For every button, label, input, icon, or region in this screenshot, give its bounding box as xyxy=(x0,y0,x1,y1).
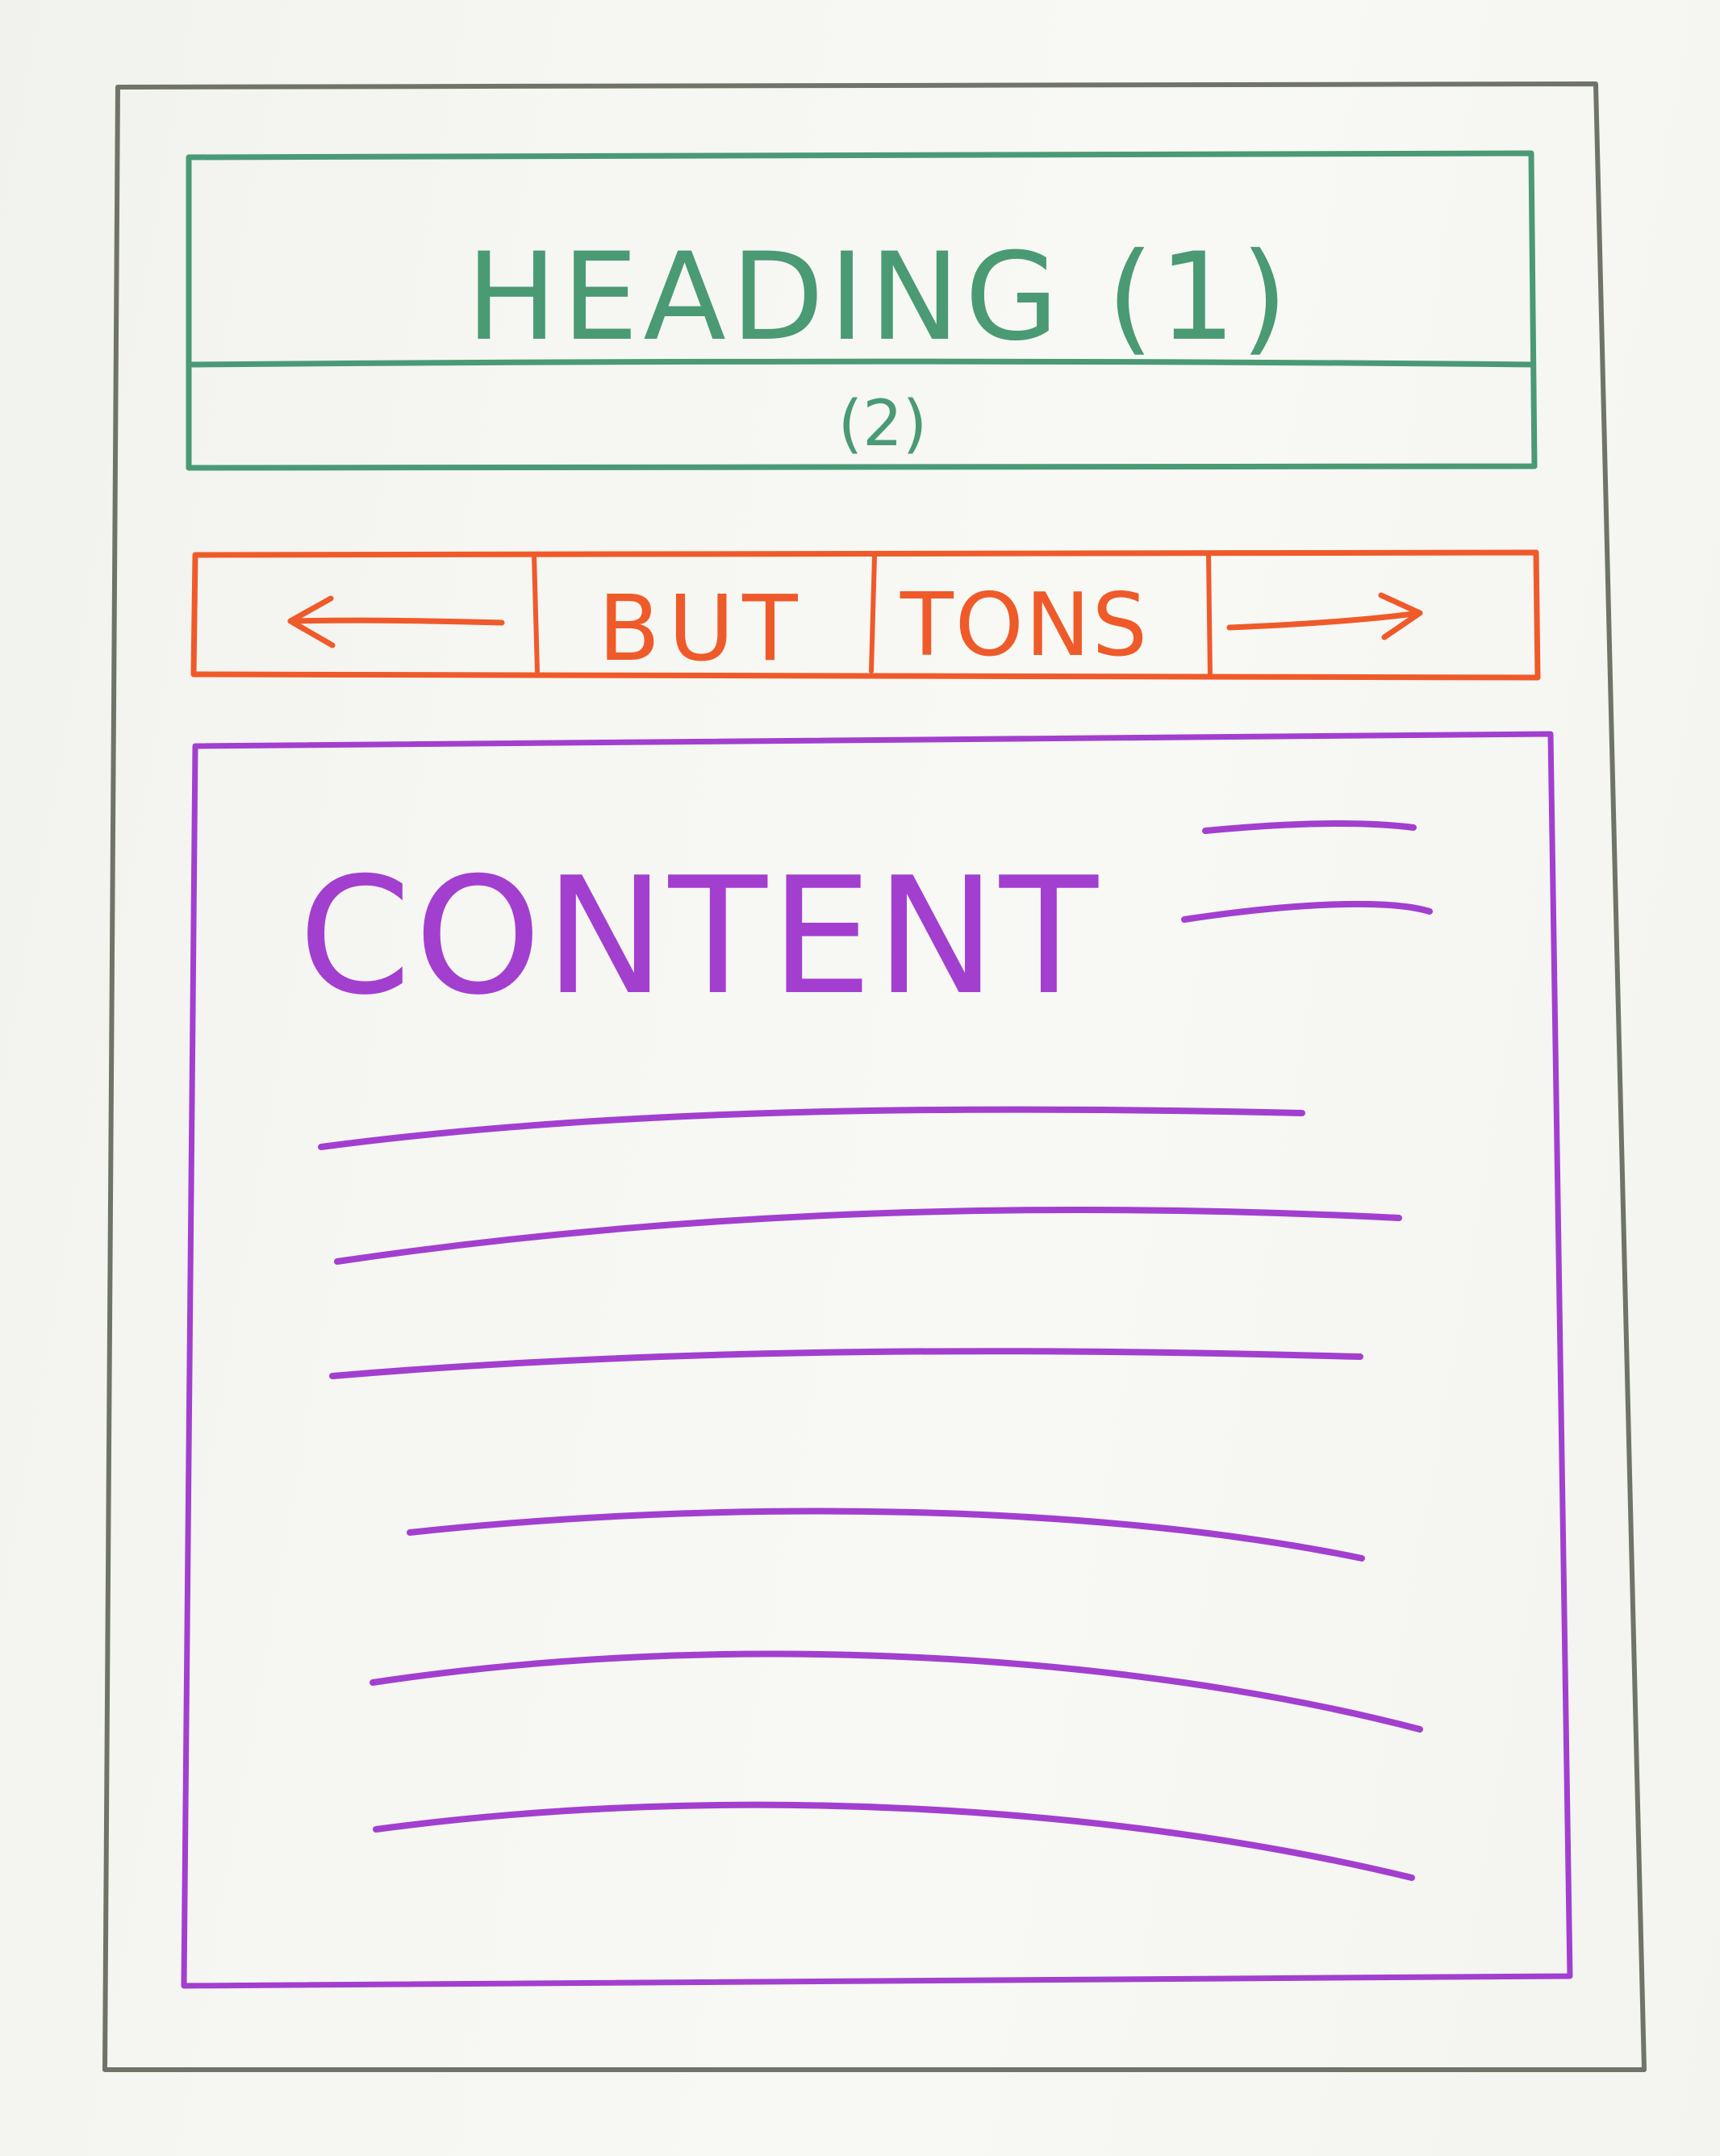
text-line xyxy=(407,1508,1365,1562)
text-line xyxy=(318,1106,1305,1150)
button-divider-1 xyxy=(532,553,540,673)
arrow-right-icon xyxy=(1226,592,1423,640)
button-label-right: TONS xyxy=(900,575,1149,676)
heading-section: HEADING (1) (2) xyxy=(186,150,1538,471)
menu-lines-icon xyxy=(1181,820,1433,923)
content-section: CONTENT xyxy=(181,731,1573,1989)
button-right[interactable]: TONS xyxy=(876,558,1205,676)
content-box xyxy=(181,731,1573,1989)
content-title: CONTENT xyxy=(298,843,1101,1031)
page-frame xyxy=(102,81,1647,2072)
text-line xyxy=(334,1206,1402,1265)
subheading-label: (2) xyxy=(838,388,928,461)
button-divider-2 xyxy=(869,554,877,673)
content-text-lines xyxy=(318,1106,1423,1881)
buttons-bar-box xyxy=(190,549,1541,681)
button-divider-3 xyxy=(1206,553,1213,678)
next-button[interactable] xyxy=(1213,558,1533,671)
text-line xyxy=(373,1801,1415,1881)
heading-title: HEADING (1) xyxy=(466,227,1293,368)
buttons-bar: BUT TONS xyxy=(190,549,1541,682)
arrow-left-icon xyxy=(287,595,505,648)
button-label-left: BUT xyxy=(598,577,805,682)
heading-divider xyxy=(186,358,1536,368)
text-line xyxy=(329,1348,1363,1379)
button-left[interactable]: BUT xyxy=(541,558,868,682)
text-line xyxy=(369,1650,1423,1733)
prev-button[interactable] xyxy=(198,558,531,671)
